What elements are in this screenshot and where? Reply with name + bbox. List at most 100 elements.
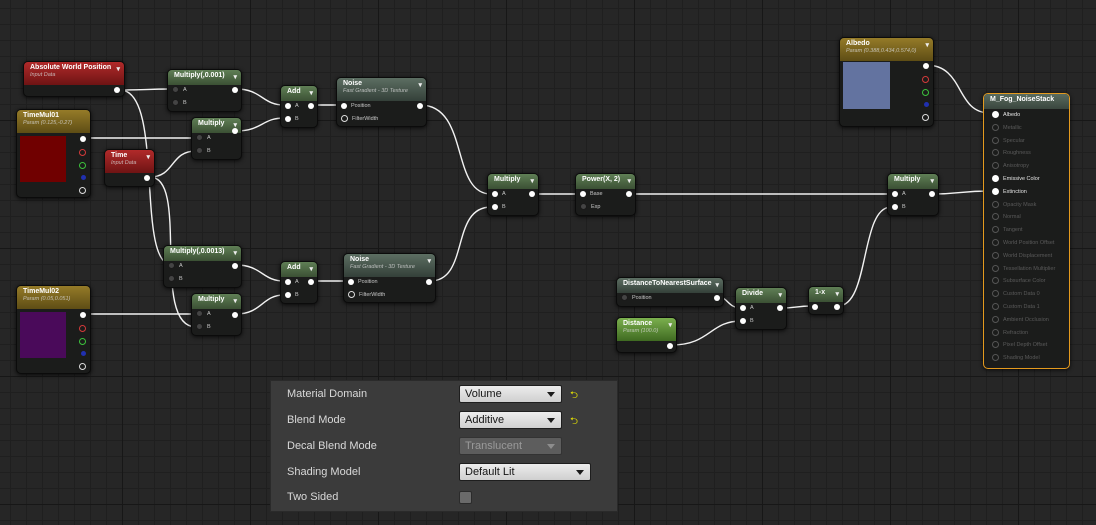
output-pin[interactable]: [834, 304, 840, 310]
input-pin-position[interactable]: Position: [621, 294, 652, 302]
output-pin[interactable]: [929, 191, 935, 197]
input-pin-a[interactable]: A: [740, 304, 754, 312]
material-input-pin[interactable]: Tangent: [992, 226, 1023, 234]
output-pin[interactable]: [667, 343, 673, 349]
multiply-0001-node[interactable]: Multiply(,0.001)▾ A B: [167, 69, 242, 112]
output-g-pin[interactable]: [922, 89, 929, 96]
input-pin-filterwidth[interactable]: FilterWidth: [341, 115, 378, 123]
shading-model-dropdown[interactable]: Default Lit: [459, 463, 591, 481]
input-pin-position[interactable]: Position: [341, 102, 371, 110]
output-b-pin[interactable]: [81, 351, 86, 356]
collapse-chevron-icon[interactable]: ▾: [418, 82, 422, 89]
output-pin[interactable]: [626, 191, 632, 197]
collapse-chevron-icon[interactable]: ▾: [835, 291, 839, 298]
collapse-chevron-icon[interactable]: ▾: [668, 322, 672, 329]
material-input-pin[interactable]: Custom Data 1: [992, 303, 1040, 310]
output-pin[interactable]: [114, 87, 120, 93]
one-minus-node[interactable]: 1-x▾: [808, 286, 844, 315]
output-pin[interactable]: [232, 87, 238, 93]
material-input-pin[interactable]: Normal: [992, 213, 1021, 221]
output-g-pin[interactable]: [79, 338, 86, 345]
material-input-pin[interactable]: Anisotropy: [992, 162, 1029, 170]
material-input-pin[interactable]: Specular: [992, 136, 1025, 144]
material-input-pin[interactable]: Metallic: [992, 123, 1022, 131]
divide-node[interactable]: Divide▾ A B: [735, 287, 787, 330]
input-pin-b[interactable]: B: [492, 203, 506, 211]
output-pin[interactable]: [232, 312, 238, 318]
input-pin-filterwidth[interactable]: FilterWidth: [348, 291, 385, 299]
blend-mode-dropdown[interactable]: Additive: [459, 411, 562, 429]
output-rgb-pin[interactable]: [80, 136, 86, 142]
multiply-00013-node[interactable]: Multiply(,0.0013)▾ A B: [163, 245, 242, 288]
multiply-node-top[interactable]: Multiply▾ A B: [191, 117, 242, 160]
material-input-pin[interactable]: Pixel Depth Offset: [992, 341, 1047, 349]
input-pin-b[interactable]: B: [168, 275, 183, 283]
collapse-chevron-icon[interactable]: ▾: [627, 178, 631, 185]
material-input-pin[interactable]: Tessellation Multiplier: [992, 264, 1055, 272]
material-input-pin[interactable]: World Position Offset: [992, 239, 1054, 246]
collapse-chevron-icon[interactable]: ▾: [309, 266, 313, 273]
input-pin-b[interactable]: B: [740, 317, 754, 325]
input-pin-a[interactable]: A: [196, 134, 211, 142]
input-pin-base[interactable]: Base: [580, 190, 603, 198]
output-pin[interactable]: [417, 103, 423, 109]
material-input-pin[interactable]: Shading Model: [992, 354, 1040, 362]
input-pin[interactable]: [812, 304, 818, 310]
input-pin-position[interactable]: Position: [348, 278, 378, 286]
material-input-pin[interactable]: Custom Data 0: [992, 290, 1040, 298]
output-pin[interactable]: [714, 295, 720, 301]
input-pin-a[interactable]: A: [892, 190, 906, 198]
output-pin[interactable]: [529, 191, 535, 197]
output-pin[interactable]: [426, 279, 432, 285]
output-a-pin[interactable]: [922, 114, 929, 121]
material-input-pin[interactable]: Roughness: [992, 149, 1031, 157]
input-pin-b[interactable]: B: [196, 147, 211, 155]
output-rgb-pin[interactable]: [923, 63, 929, 69]
multiply-node-right[interactable]: Multiply▾ A B: [887, 173, 939, 216]
input-pin-a[interactable]: A: [196, 310, 211, 318]
reset-to-default-icon[interactable]: ⮌: [570, 416, 579, 427]
material-input-pin[interactable]: Opacity Mask: [992, 200, 1036, 208]
output-g-pin[interactable]: [79, 162, 86, 169]
collapse-chevron-icon[interactable]: ▾: [427, 258, 431, 265]
output-pin[interactable]: [232, 263, 238, 269]
output-b-pin[interactable]: [924, 102, 929, 107]
material-input-pin[interactable]: Emissive Color: [992, 175, 1040, 182]
input-pin-a[interactable]: A: [172, 86, 187, 94]
collapse-chevron-icon[interactable]: ▾: [233, 74, 237, 81]
collapse-chevron-icon[interactable]: ▾: [925, 42, 929, 49]
output-pin[interactable]: [308, 103, 314, 109]
input-pin-b[interactable]: B: [285, 115, 299, 123]
output-r-pin[interactable]: [922, 76, 929, 83]
reset-to-default-icon[interactable]: ⮌: [570, 390, 579, 401]
collapse-chevron-icon[interactable]: ▾: [715, 282, 719, 289]
output-r-pin[interactable]: [79, 325, 86, 332]
power-node[interactable]: Power(X, 2)▾ Base Exp: [575, 173, 636, 216]
input-pin-b[interactable]: B: [172, 99, 187, 107]
input-pin-b[interactable]: B: [892, 203, 906, 211]
output-a-pin[interactable]: [79, 363, 86, 370]
collapse-chevron-icon[interactable]: ▾: [930, 178, 934, 185]
input-pin-a[interactable]: A: [168, 262, 183, 270]
add-node-top[interactable]: Add▾ A B: [280, 85, 318, 128]
material-input-pin[interactable]: World Displacement: [992, 251, 1052, 259]
material-input-pin[interactable]: Albedo: [992, 111, 1020, 118]
input-pin-a[interactable]: A: [285, 278, 299, 286]
output-pin[interactable]: [232, 128, 238, 134]
output-pin[interactable]: [777, 305, 783, 311]
material-input-pin[interactable]: Ambient Occlusion: [992, 315, 1049, 323]
collapse-chevron-icon[interactable]: ▾: [233, 298, 237, 305]
multiply-node-center[interactable]: Multiply▾ A B: [487, 173, 539, 216]
material-input-pin[interactable]: Extinction: [992, 187, 1027, 195]
input-pin-b[interactable]: B: [196, 323, 211, 331]
output-pin[interactable]: [308, 279, 314, 285]
collapse-chevron-icon[interactable]: ▾: [233, 250, 237, 257]
